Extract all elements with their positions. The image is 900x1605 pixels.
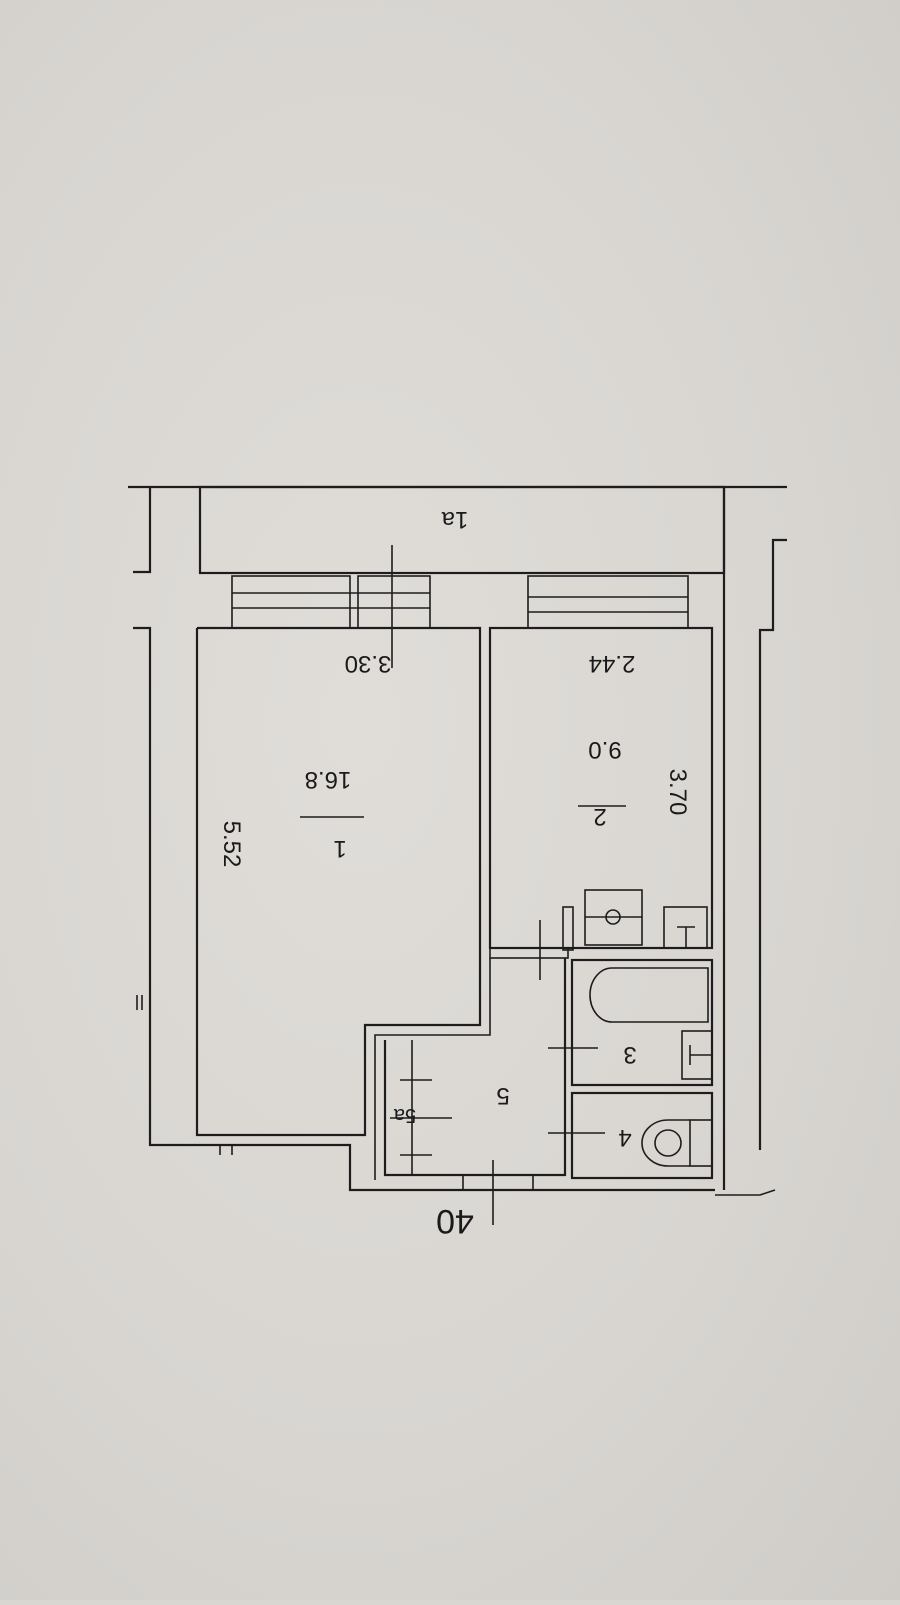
label-room-2-area: 9.0	[588, 736, 621, 763]
room-5-hallway	[383, 947, 569, 1225]
toilet-icon	[641, 1119, 690, 1167]
window-room-1	[231, 575, 431, 629]
label-room-1-number: 1	[333, 835, 346, 862]
label-room-2-length: 3.70	[664, 769, 691, 816]
room-4-toilet	[548, 1091, 714, 1180]
outer-wall-right	[715, 487, 787, 1196]
label-room-5: 5	[496, 1082, 509, 1109]
room-3-bathroom	[548, 958, 714, 1087]
label-apartment-number: 40	[436, 1202, 474, 1240]
label-room-1-width: 3.30	[345, 650, 392, 677]
label-room-2-width: 2.44	[589, 650, 636, 677]
room-1	[195, 626, 491, 1180]
label-room-4: 4	[618, 1124, 631, 1151]
label-room-2-number: 2	[593, 803, 606, 830]
label-room-1-length: 5.52	[218, 821, 245, 868]
label-room-3: 3	[623, 1041, 636, 1068]
bathtub-icon	[589, 967, 709, 1023]
label-room-5a: 5а	[393, 1104, 416, 1126]
window-room-2	[527, 575, 689, 629]
label-room-1-area: 16.8	[305, 766, 352, 793]
label-balcony: 1а	[441, 506, 468, 533]
room-2	[488, 626, 714, 980]
